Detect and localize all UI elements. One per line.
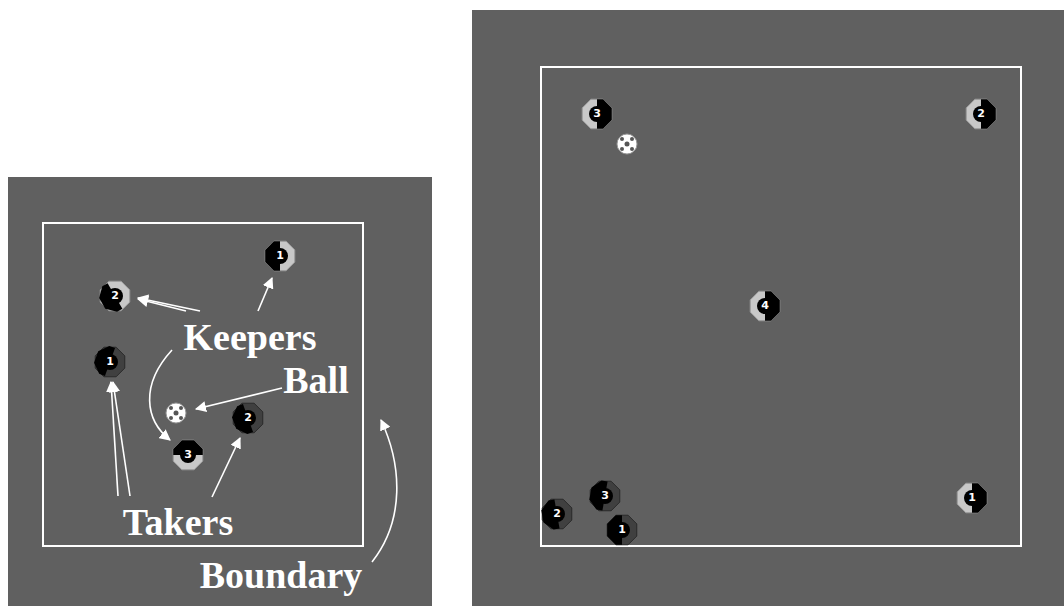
taker-marker: 3 <box>589 480 621 512</box>
keeper-marker: 1 <box>264 240 296 272</box>
player-number: 1 <box>606 514 638 546</box>
player-number: 3 <box>172 439 204 471</box>
left-field <box>8 177 432 606</box>
player-number: 4 <box>749 290 781 322</box>
ball-symbol <box>166 403 186 423</box>
player-number: 3 <box>589 480 621 512</box>
leader-lines <box>111 278 397 562</box>
taker-marker: 2 <box>232 402 264 434</box>
keeper-marker: 2 <box>99 280 131 312</box>
player-number: 2 <box>232 402 264 434</box>
keeper-marker: 4 <box>749 290 781 322</box>
callout-label: Boundary <box>200 555 363 597</box>
keeper-marker: 2 <box>965 98 997 130</box>
player-number: 3 <box>581 98 613 130</box>
right-field <box>472 10 1064 606</box>
player-number: 1 <box>264 240 296 272</box>
ball-symbol <box>617 134 637 154</box>
callout-label: Keepers <box>184 317 317 359</box>
boundary-line <box>541 67 1021 546</box>
keeper-marker: 3 <box>172 439 204 471</box>
keeper-marker: 3 <box>581 98 613 130</box>
boundary-line <box>43 223 363 546</box>
player-number: 2 <box>965 98 997 130</box>
player-number: 2 <box>99 280 131 312</box>
taker-marker: 1 <box>606 514 638 546</box>
player-number: 1 <box>94 346 126 378</box>
keeper-marker: 1 <box>956 482 988 514</box>
taker-marker: 1 <box>94 346 126 378</box>
callout-label: Takers <box>123 502 234 544</box>
callout-label: Ball <box>283 360 348 402</box>
player-number: 1 <box>956 482 988 514</box>
taker-marker: 2 <box>541 498 573 530</box>
player-number: 2 <box>541 498 573 530</box>
